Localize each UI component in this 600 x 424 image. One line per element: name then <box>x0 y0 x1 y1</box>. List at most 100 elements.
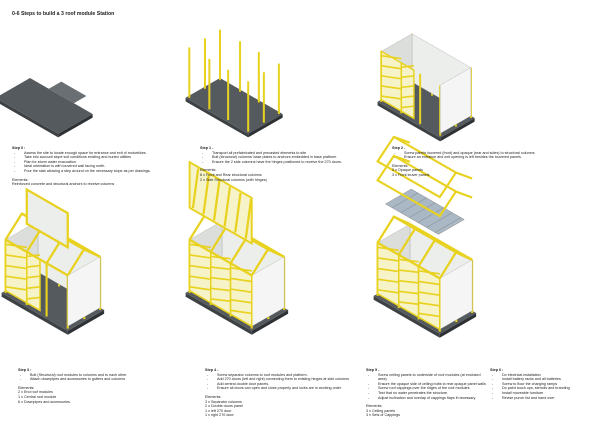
step-heading: Step 5 - <box>366 368 380 372</box>
step-heading: Step 6 : <box>490 368 504 372</box>
page-title: 0-6 Steps to build a 3 roof module Stati… <box>12 11 115 17</box>
louver-slat <box>381 85 402 90</box>
step-0-illustration <box>0 78 93 138</box>
louver-slat <box>191 168 200 209</box>
step-5-illustration <box>373 135 477 338</box>
elements-label: Elements: <box>392 163 409 168</box>
step-bullet: Ensure an entrance and exit opening is l… <box>392 155 592 160</box>
louver-slat <box>377 288 399 294</box>
slab-side <box>373 295 440 338</box>
louver-slat <box>26 275 41 279</box>
louver-slat <box>5 254 27 259</box>
element-item: 1 x left 270 door <box>205 408 232 413</box>
opaque-panel-side <box>440 67 472 134</box>
louver-slat <box>381 95 402 100</box>
slab-side <box>440 118 475 142</box>
louver-slat <box>189 285 211 291</box>
louver-slat <box>230 309 252 315</box>
element-item: 8 x Front and Rear structural columns <box>200 172 262 177</box>
step-bullet: Ensure all doors can open and close prop… <box>205 386 390 391</box>
step-4-text: Step 4 -Screw separator columns to roof … <box>205 368 390 418</box>
step-bullet: Adjust inclination and overlap of cappin… <box>366 396 486 401</box>
step-bullet: Screw roof cappings over the ridges of t… <box>366 386 486 391</box>
step-6-text: Step 6 :Do electrical installationInstal… <box>490 368 600 400</box>
step-bullet: Add 270 doors (left and right) connectin… <box>205 377 390 382</box>
step-bullet: Install battery racks and all batteries <box>490 377 600 382</box>
step-2-illustration <box>377 33 475 142</box>
slab-side <box>248 114 283 138</box>
step-1-illustration <box>185 29 283 138</box>
louver-slat <box>418 301 440 307</box>
slab-side <box>58 114 93 138</box>
louver-slat <box>381 75 402 80</box>
ceiling-joint <box>409 202 436 218</box>
element-item: 2 x Side Structural columns (with hinges… <box>200 177 267 182</box>
step-bullet: Screw separator columns to roof modules … <box>205 373 390 378</box>
louver-slat <box>377 267 399 273</box>
step-bullet: Test that no water penetrates the struct… <box>366 391 486 396</box>
step-bullets: Screw ceiling panels to underside of roo… <box>366 373 486 401</box>
louver-slat <box>5 285 27 291</box>
louver-slat <box>401 105 414 109</box>
step-heading: Step 1 - <box>200 146 214 150</box>
element-item: Reinforced concrete and structural ancho… <box>12 182 115 187</box>
slab-side <box>1 292 68 335</box>
step-1-text: Step 1 -Transport all prefabricated and … <box>200 146 390 182</box>
slab-side <box>0 100 59 138</box>
capping-ridge <box>393 154 457 193</box>
step-4-illustration <box>185 160 289 335</box>
louver-slat <box>398 301 419 306</box>
louver-slat <box>381 54 402 60</box>
step-5-text: Step 5 -Screw ceiling panels to undersid… <box>366 368 486 418</box>
element-item: 1 x right 270 door <box>205 413 234 418</box>
step-bullets: Transport all prefabricated and precaste… <box>200 151 390 165</box>
element-item: 6 x Downpipes and accessories. <box>18 399 71 404</box>
ceiling-joint <box>392 192 419 208</box>
louver-slat <box>210 266 231 271</box>
step-0-text: Step 0 :Assess the site to locate enough… <box>12 146 197 187</box>
roof-beam <box>5 238 69 277</box>
step-bullet: Do paint touch ups, stencils and brandin… <box>490 386 600 391</box>
louver-slat <box>398 279 419 284</box>
louver-panel <box>380 50 403 113</box>
louver-slat <box>418 312 440 318</box>
element-item: 3 x Front louver panels <box>392 172 430 177</box>
step-3-text: Step 3 :Bolt (Structural) roof modules t… <box>18 368 198 404</box>
louver-slat <box>398 269 419 274</box>
louver-slat <box>210 287 231 292</box>
slab-side <box>439 313 477 338</box>
step-bullets: Do electrical installationInstall batter… <box>490 373 600 401</box>
step-bullet: Screw panels louvered (front) and opaque… <box>392 151 592 156</box>
step-bullet: Install moveable furniture <box>490 391 600 396</box>
louver-panel <box>400 61 415 120</box>
element-item: 2 x End roof modules <box>18 390 53 395</box>
step-heading: Step 4 - <box>205 368 219 372</box>
step-bullet: Ensure the 2 side columns have the hinge… <box>200 160 390 165</box>
louver-slat <box>377 278 399 284</box>
step-bullet: Pour the slab allowing a step around on … <box>12 169 197 174</box>
louver-slat <box>26 296 41 300</box>
louver-slat <box>189 254 211 259</box>
elements-label: Elements: <box>200 168 217 173</box>
roof-beam <box>189 238 253 277</box>
element-item: 3 x Separator columns <box>205 399 242 404</box>
slab-side <box>377 101 441 142</box>
step-bullet: Do electrical installation <box>490 373 600 378</box>
louver-slat <box>230 277 252 283</box>
elements-label: Elements: <box>366 404 383 409</box>
louver-slat <box>26 285 41 290</box>
step-3-illustration <box>1 187 105 335</box>
louver-slat <box>223 186 232 227</box>
step-bullets: Screw panels louvered (front) and opaque… <box>392 151 592 160</box>
louver-slat <box>401 75 414 79</box>
louver-slat <box>244 198 253 239</box>
step-bullet: Transport all prefabricated and precaste… <box>200 151 390 156</box>
louver-slat <box>381 65 402 70</box>
step-bullet: Bolt (structural) columns' base plates t… <box>200 155 390 160</box>
slab-side <box>251 310 289 335</box>
slab-step <box>48 81 87 104</box>
louver-slat <box>418 291 440 296</box>
louver-slat <box>234 192 242 233</box>
roof-beam <box>393 215 457 254</box>
ceiling-joint <box>400 197 427 213</box>
